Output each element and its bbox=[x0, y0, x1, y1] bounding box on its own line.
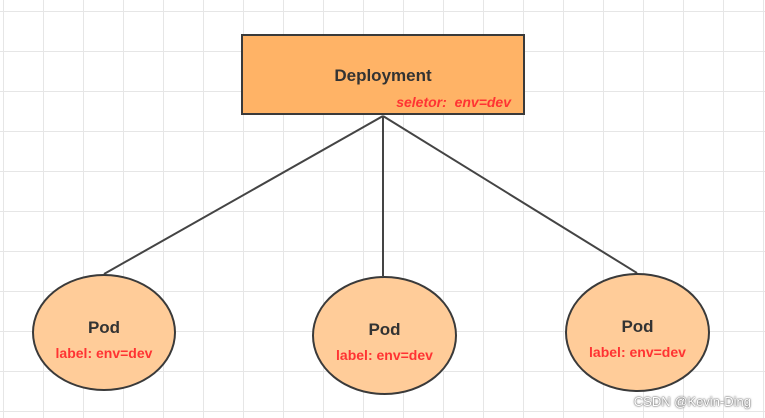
connector-deployment-to-pod-3 bbox=[382, 115, 638, 274]
connector-deployment-to-pod-1 bbox=[103, 115, 384, 275]
deployment-node: Deployment seletor: env=dev bbox=[241, 34, 525, 115]
pod-node-1: Pod label: env=dev bbox=[32, 274, 176, 391]
pod-node-2: Pod label: env=dev bbox=[312, 276, 457, 395]
deployment-title: Deployment bbox=[334, 66, 432, 85]
pod-title: Pod bbox=[368, 320, 401, 339]
pod-label: label: env=dev bbox=[336, 347, 433, 363]
pod-label: label: env=dev bbox=[55, 345, 153, 361]
pod-title: Pod bbox=[621, 317, 654, 336]
pod-title: Pod bbox=[87, 318, 121, 337]
pod-node-3: Pod label: env=dev bbox=[565, 273, 710, 392]
deployment-selector: seletor: env=dev bbox=[396, 94, 511, 110]
pod-label: label: env=dev bbox=[589, 344, 686, 360]
watermark-text: CSDN @Kevin-Ding bbox=[633, 394, 751, 409]
